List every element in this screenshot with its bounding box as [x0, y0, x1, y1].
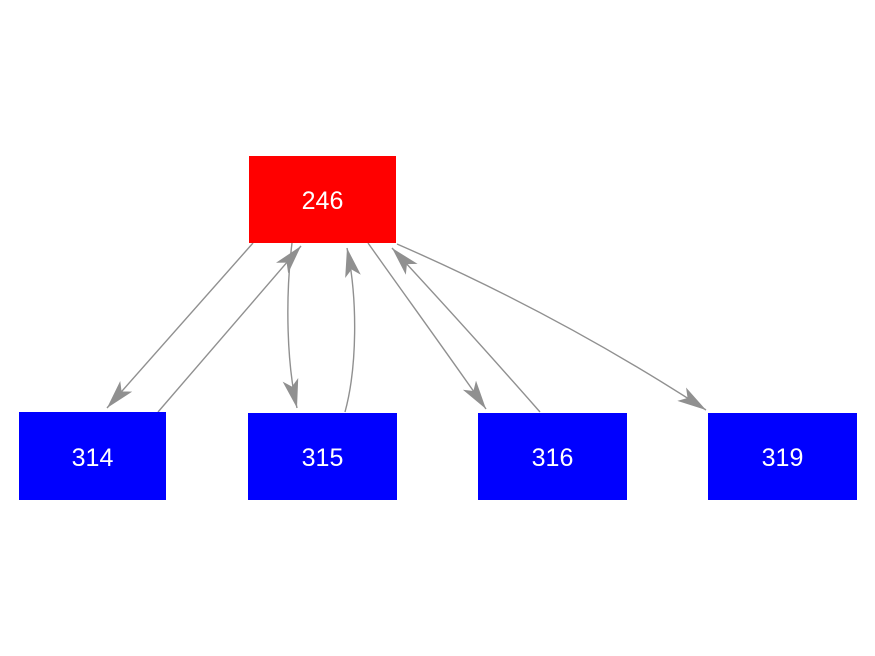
node-246[interactable]: 246 [249, 156, 396, 243]
edge-group [106, 242, 707, 413]
edge-246-to-315 [282, 242, 299, 409]
node-label: 315 [301, 444, 344, 472]
edge-246-to-319 [396, 243, 707, 411]
node-315[interactable]: 315 [248, 413, 397, 500]
node-label: 319 [761, 444, 804, 472]
node-label: 314 [71, 443, 114, 472]
node-314[interactable]: 314 [19, 412, 166, 500]
node-316[interactable]: 316 [478, 413, 627, 500]
edge-246-to-314 [106, 242, 254, 409]
edge-246-to-316 [367, 242, 487, 410]
edge-315-to-246 [344, 247, 361, 413]
edge-316-to-246 [391, 247, 541, 413]
node-label: 316 [531, 444, 574, 472]
edge-314-to-246 [157, 245, 302, 413]
node-319[interactable]: 319 [708, 413, 857, 500]
node-label: 246 [301, 187, 344, 215]
